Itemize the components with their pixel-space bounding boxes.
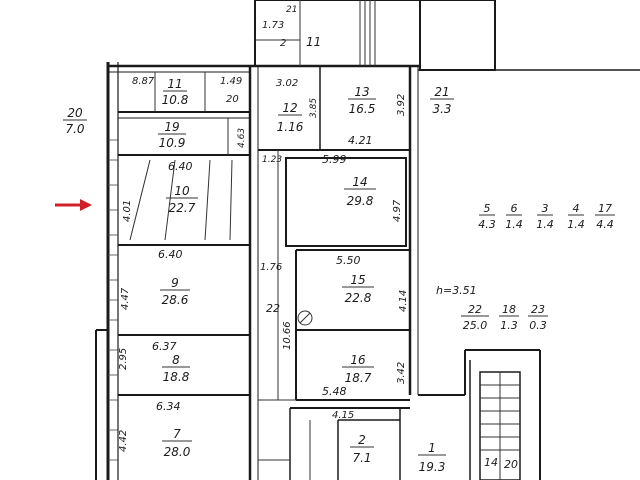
room-num-4: 4 xyxy=(573,202,580,215)
dim-3-42: 3.42 xyxy=(396,362,407,384)
room-num-23: 23 xyxy=(531,303,545,316)
dim-1-76: 1.76 xyxy=(260,262,282,273)
dim-6-34: 6.34 xyxy=(156,400,181,413)
room-area-3: 1.4 xyxy=(536,218,554,231)
room-area-5: 4.3 xyxy=(478,218,496,231)
room-num-1: 1 xyxy=(428,441,436,455)
room-num-2: 2 xyxy=(358,433,366,447)
room-area-2: 7.1 xyxy=(352,451,371,465)
dim-14: 14 xyxy=(484,456,498,469)
dim-5-99: 5.99 xyxy=(322,153,347,166)
room-num-7: 7 xyxy=(173,427,181,441)
room-area-14: 29.8 xyxy=(347,194,374,208)
dimension-labels: 1.73 2 11 8.87 1.49 20 3.02 4.21 1.23 5.… xyxy=(118,5,518,471)
room-area-13: 16.5 xyxy=(349,102,376,116)
dim-3-92: 3.92 xyxy=(396,94,407,116)
room-area-12: 1.16 xyxy=(277,120,304,134)
room-area-15: 22.8 xyxy=(345,291,372,305)
dim-4-97: 4.97 xyxy=(392,199,403,222)
room-num-6: 6 xyxy=(511,202,518,215)
room-area-16: 18.7 xyxy=(345,371,372,385)
dim-5-50: 5.50 xyxy=(336,254,361,267)
room-num-19: 19 xyxy=(164,120,179,134)
dim-4-15: 4.15 xyxy=(332,410,354,421)
dim-6-40a: 6.40 xyxy=(168,160,193,173)
dim-1-23: 1.23 xyxy=(262,155,282,165)
room-num-16: 16 xyxy=(350,353,366,367)
room-area-23: 0.3 xyxy=(529,319,547,332)
room-labels: 20 7.0 11 10.8 19 10.9 10 22.7 9 28.6 8 … xyxy=(63,77,615,474)
room-area-1: 19.3 xyxy=(419,460,446,474)
room-num-10: 10 xyxy=(174,184,190,198)
room-num-21: 21 xyxy=(434,85,449,99)
dim-3-85: 3.85 xyxy=(309,98,319,118)
dim-20: 20 xyxy=(226,94,239,105)
dim-22: 22 xyxy=(266,302,280,315)
dim-h-3-51: h=3.51 xyxy=(436,284,477,297)
dim-3-02: 3.02 xyxy=(276,78,298,89)
dim-2-95: 2.95 xyxy=(118,348,129,370)
room-area-22: 25.0 xyxy=(463,319,488,332)
room-num-13: 13 xyxy=(354,85,369,99)
room-num-12: 12 xyxy=(282,101,297,115)
room-num-18: 18 xyxy=(502,303,516,316)
room-area-21: 3.3 xyxy=(432,102,451,116)
room-num-20: 20 xyxy=(67,106,83,120)
room-num-5: 5 xyxy=(484,202,491,215)
room-area-7: 28.0 xyxy=(164,445,191,459)
dim-20b: 20 xyxy=(504,458,518,471)
dim-4-63: 4.63 xyxy=(237,128,247,148)
dim-10-66: 10.66 xyxy=(282,321,293,350)
room-num-3: 3 xyxy=(542,202,549,215)
dim-2: 2 xyxy=(280,38,286,49)
room-area-9: 28.6 xyxy=(162,293,189,307)
dim-21: 21 xyxy=(286,5,297,15)
dim-4-47: 4.47 xyxy=(120,287,131,310)
room-num-11: 11 xyxy=(167,77,182,91)
room-num-22: 22 xyxy=(468,303,482,316)
red-arrow-right-icon xyxy=(55,199,92,211)
room-area-8: 18.8 xyxy=(163,370,190,384)
dim-6-40b: 6.40 xyxy=(158,248,183,261)
dim-1-73: 1.73 xyxy=(262,20,284,31)
dim-4-42: 4.42 xyxy=(118,430,129,452)
room-num-17: 17 xyxy=(598,202,612,215)
room-num-9: 9 xyxy=(171,276,179,290)
room-area-20: 7.0 xyxy=(65,122,84,136)
dim-1-49: 1.49 xyxy=(220,76,242,87)
dim-11: 11 xyxy=(306,35,321,49)
walls xyxy=(95,0,640,480)
room-area-18: 1.3 xyxy=(500,319,518,332)
dim-4-14: 4.14 xyxy=(398,290,409,312)
room-num-14: 14 xyxy=(352,175,367,189)
room-num-8: 8 xyxy=(172,353,180,367)
room-area-6: 1.4 xyxy=(505,218,523,231)
room-area-19: 10.9 xyxy=(159,136,186,150)
room-area-17: 4.4 xyxy=(596,218,614,231)
dim-5-48: 5.48 xyxy=(322,385,347,398)
dim-4-21: 4.21 xyxy=(348,134,373,147)
dim-8-87: 8.87 xyxy=(132,76,155,87)
dim-6-37: 6.37 xyxy=(152,340,177,353)
room-area-10: 22.7 xyxy=(169,201,196,215)
room-area-11: 10.8 xyxy=(162,93,189,107)
dim-4-01: 4.01 xyxy=(122,200,133,222)
room-area-4: 1.4 xyxy=(567,218,585,231)
room-num-15: 15 xyxy=(350,273,365,287)
